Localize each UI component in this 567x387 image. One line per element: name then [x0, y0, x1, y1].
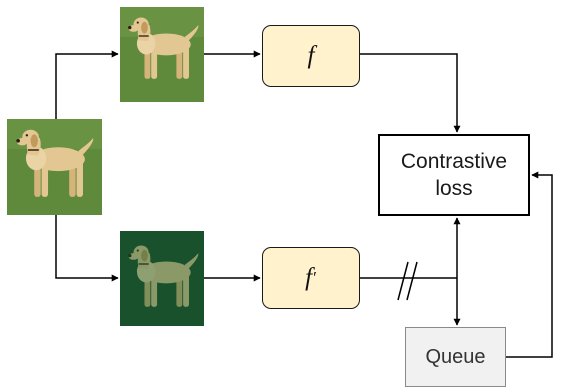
prime-mark: ′ — [313, 268, 317, 287]
momentum-encoder-box: f′ — [262, 247, 360, 309]
contrastive-loss-box: Contrastive loss — [378, 134, 530, 216]
encoder-f-box: f — [262, 25, 360, 87]
encoder-symbol: f — [307, 42, 315, 69]
momentum-encoder-symbol: f — [305, 264, 313, 291]
input-dog-image — [7, 119, 102, 215]
arrow-input-to-view-2 — [55, 215, 119, 282]
augmented-view-1-image — [120, 7, 204, 102]
arrow-queue-to-loss — [506, 171, 553, 358]
queue-box: Queue — [405, 327, 506, 387]
augmented-view-2-image — [120, 231, 204, 326]
arrow-encoder-to-loss — [360, 53, 461, 133]
stop-gradient-mark — [397, 261, 418, 301]
arrow-input-to-view-1 — [55, 50, 119, 119]
queue-label: Queue — [425, 345, 486, 368]
contrastive-loss-label: Contrastive loss — [400, 150, 508, 200]
